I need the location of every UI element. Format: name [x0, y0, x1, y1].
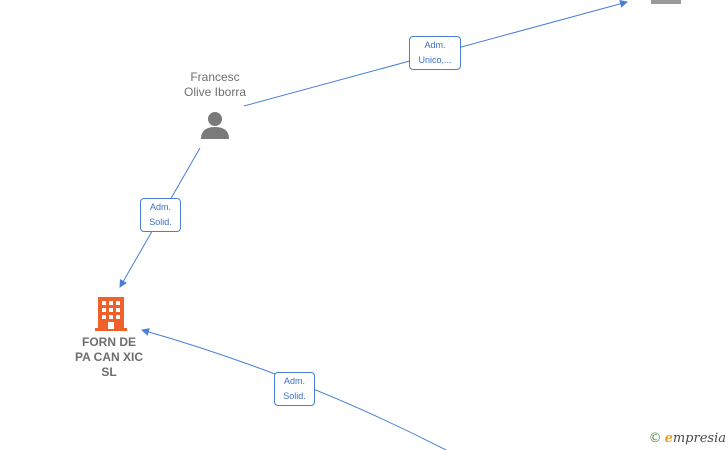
copyright-icon: © [648, 431, 662, 446]
brand-initial: e [664, 431, 673, 446]
brand-name: mpresia [672, 431, 726, 446]
person-icon[interactable] [201, 112, 229, 139]
edge-label-person-to-company[interactable]: Adm. Solid. [140, 198, 181, 232]
offscreen-node-fragment [651, 0, 681, 4]
edge-label-person-to-offscreen[interactable]: Adm. Unico,... [409, 36, 461, 70]
empresia-watermark: ©empresia [649, 431, 726, 446]
person-name-label[interactable]: Francesc Olive Iborra [183, 70, 247, 99]
edge-label-offscreen-to-company[interactable]: Adm. Solid. [274, 372, 315, 406]
building-icon[interactable] [95, 297, 127, 331]
company-name-label[interactable]: FORN DE PA CAN XIC SL [74, 335, 143, 379]
